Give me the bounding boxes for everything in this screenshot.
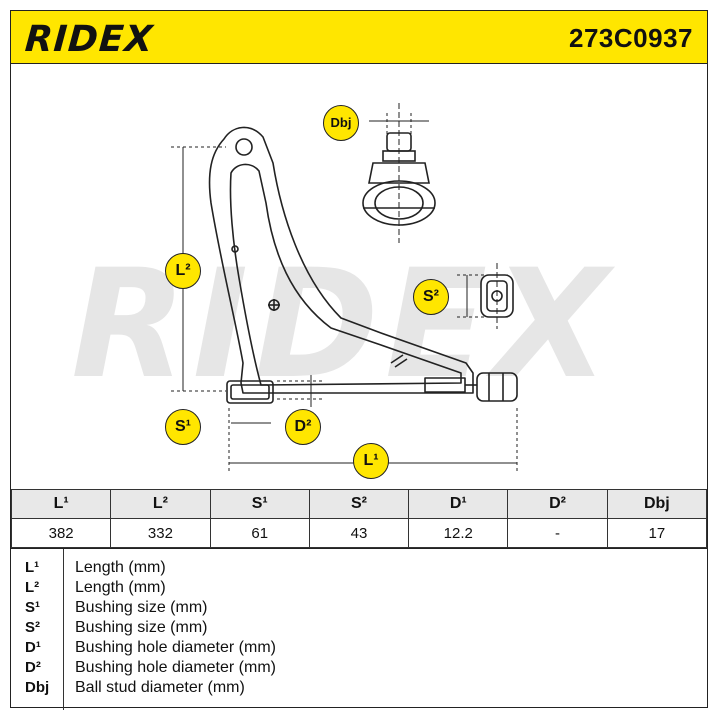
arm-inner-outline [229,163,462,386]
brand-logo: RIDEX [23,19,155,60]
rear-bushing [476,372,518,402]
legend-key: L¹ [25,559,40,576]
spec-value-cell: 12.2 [408,518,509,548]
product-sheet: RIDEX 273C0937 RIDEX [10,10,708,710]
spec-header-cell: D² [507,489,608,519]
callout-l1: L¹ [353,443,389,479]
callout-d2: D² [285,409,321,445]
spec-header-row: L¹ L² S¹ S² D¹ D² Dbj [10,489,708,519]
legend-item: D² Bushing hole diameter (mm) [11,659,707,679]
legend-desc: Length (mm) [75,559,166,576]
legend-key: L² [25,579,40,596]
legend-desc: Bushing hole diameter (mm) [75,659,276,676]
spec-value-row: 382 332 61 43 12.2 - 17 [10,518,708,548]
upper-eye [235,138,253,156]
callout-s2: S² [413,279,449,315]
legend-item: Dbj Ball stud diameter (mm) [11,679,707,699]
spec-value-cell: 382 [10,518,112,548]
legend-divider [63,549,64,710]
spec-header-cell: S¹ [209,489,310,519]
legend-desc: Ball stud diameter (mm) [75,679,245,696]
hole-1 [231,245,239,253]
spec-value-cell: 43 [308,518,410,548]
legend-item: D¹ Bushing hole diameter (mm) [11,639,707,659]
spec-header-cell: Dbj [606,489,708,519]
legend-item: S² Bushing size (mm) [11,619,707,639]
legend-item: L¹ Length (mm) [11,559,707,579]
header-bar: RIDEX 273C0937 [11,11,707,64]
legend-key: S¹ [25,599,40,616]
legend-desc: Bushing size (mm) [75,599,208,616]
legend-item: S¹ Bushing size (mm) [11,599,707,619]
legend-key: Dbj [25,679,50,696]
front-bushing [226,380,274,404]
arm-outline [208,126,474,394]
legend-key: D² [25,659,41,676]
callout-l2: L² [165,253,201,289]
callout-dbj: Dbj [323,105,359,141]
spec-header-cell: L¹ [10,489,112,519]
legend-key: S² [25,619,40,636]
legend: L¹ Length (mm) L² Length (mm) S¹ Bushing… [11,548,707,710]
spec-table: L¹ L² S¹ S² D¹ D² Dbj 382 332 61 43 12.2… [10,489,708,548]
legend-desc: Length (mm) [75,579,166,596]
part-number: 273C0937 [569,23,693,53]
legend-desc: Bushing hole diameter (mm) [75,639,276,656]
legend-item: L² Length (mm) [11,579,707,599]
spec-value-cell: 17 [606,518,708,548]
spec-value-cell: 61 [209,518,310,548]
technical-drawing: RIDEX [11,63,707,483]
spec-header-cell: L² [110,489,211,519]
spec-value-cell: 332 [110,518,211,548]
legend-key: D¹ [25,639,41,656]
watermark-text: RIDEX [71,238,615,412]
legend-desc: Bushing size (mm) [75,619,208,636]
spec-value-cell: - [507,518,608,548]
spec-header-cell: D¹ [408,489,509,519]
control-arm-drawing [171,103,518,473]
spec-header-cell: S² [308,489,410,519]
callout-s1: S¹ [165,409,201,445]
